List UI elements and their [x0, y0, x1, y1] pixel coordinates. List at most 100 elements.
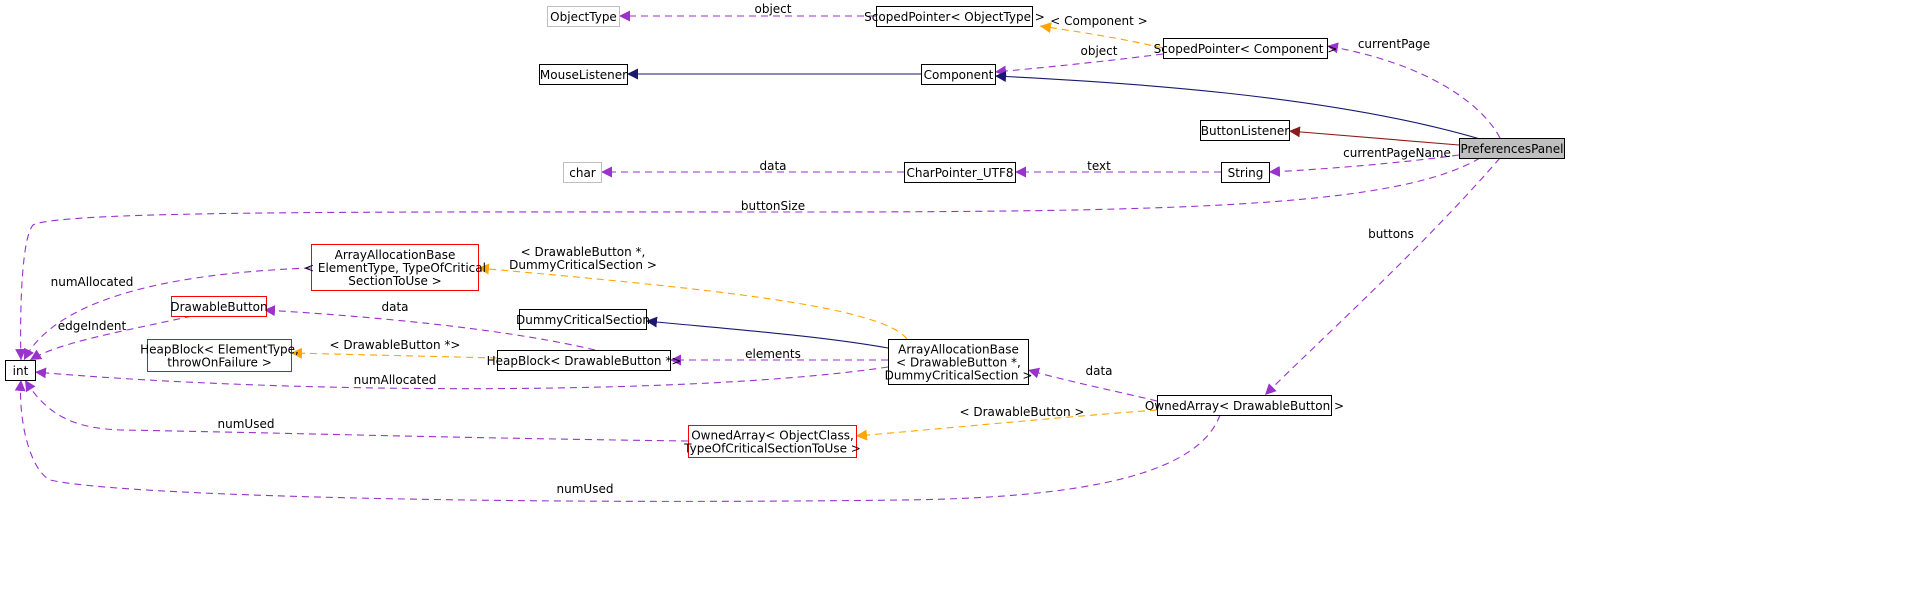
- node-label: ScopedPointer< ObjectType >: [864, 10, 1045, 24]
- node-label: Component: [924, 68, 994, 82]
- node-label: ArrayAllocationBase< DrawableButton *,Du…: [885, 342, 1033, 382]
- edge-PreferencesPanel-to-ButtonListener: [1288, 126, 1460, 146]
- edge-PreferencesPanel-to-String: [1268, 154, 1460, 177]
- edge-label-text: text: [1087, 159, 1111, 173]
- node-HeapBlockDrawableButton[interactable]: HeapBlock< DrawableButton *>: [487, 350, 682, 371]
- node-Component[interactable]: Component: [921, 64, 996, 85]
- node-box: [1200, 120, 1290, 141]
- edge-PreferencesPanel-to-int: [15, 157, 1481, 361]
- node-label: CharPointer_UTF8: [906, 166, 1013, 180]
- node-label: OwnedArray< DrawableButton >: [1145, 399, 1344, 413]
- edge-label-numAllocated2: numAllocated: [354, 373, 437, 387]
- edge-label-component-tmpl: < Component >: [1050, 14, 1147, 28]
- node-PreferencesPanel[interactable]: PreferencesPanel: [1459, 138, 1565, 159]
- node-label: HeapBlock< DrawableButton *>: [487, 354, 682, 368]
- edge-ArrayAllocationBaseDrawable-to-int: [34, 366, 889, 390]
- node-ScopedPointerComponent[interactable]: ScopedPointer< Component >: [1154, 38, 1338, 59]
- node-label: ScopedPointer< Component >: [1154, 42, 1338, 56]
- node-box: [876, 6, 1033, 27]
- node-DrawableButton[interactable]: DrawableButton: [170, 296, 268, 317]
- edge-PreferencesPanel-to-Component: [994, 71, 1481, 140]
- edge-label-elements: elements: [745, 347, 801, 361]
- node-label: int: [13, 364, 29, 378]
- node-box: [888, 339, 1029, 385]
- node-label: OwnedArray< ObjectClass,TypeOfCriticalSe…: [683, 428, 861, 455]
- node-DummyCriticalSection[interactable]: DummyCriticalSection: [516, 309, 650, 330]
- node-int[interactable]: int: [5, 360, 36, 381]
- edge-ScopedPointerComponent-to-Component: [994, 53, 1164, 77]
- edge-label-data-char: data: [759, 159, 786, 173]
- edge-label-numUsed2: numUsed: [557, 482, 614, 496]
- node-String[interactable]: String: [1221, 162, 1270, 183]
- node-label: ArrayAllocationBase< ElementType, TypeOf…: [304, 248, 486, 288]
- node-char: char: [563, 162, 602, 183]
- node-box: [497, 350, 671, 371]
- node-label: String: [1228, 166, 1264, 180]
- node-box: [904, 162, 1016, 183]
- node-ButtonListener[interactable]: ButtonListener: [1200, 120, 1290, 141]
- node-label: MouseListener: [540, 68, 627, 82]
- edge-OwnedArrayDrawableButton-to-OwnedArrayGeneric: [855, 409, 1158, 441]
- node-HeapBlockGeneric[interactable]: HeapBlock< ElementType,throwOnFailure >: [140, 339, 299, 372]
- node-box: [688, 425, 857, 458]
- node-box: [171, 296, 267, 317]
- node-label: DrawableButton: [170, 300, 267, 314]
- edge-label-owned-tmpl: < DrawableButton >: [960, 405, 1085, 419]
- node-label: ObjectType: [550, 10, 617, 24]
- node-box: [547, 6, 620, 27]
- edge-DrawableButton-to-int: [29, 315, 193, 361]
- edge-ArrayAllocationBaseDrawable-to-ArrayAllocationBaseGeneric: [477, 263, 908, 340]
- node-label: char: [569, 166, 596, 180]
- node-box: [539, 64, 628, 85]
- node-box: [311, 244, 479, 291]
- node-box: [563, 162, 602, 183]
- edge-label-data-drawable: data: [381, 300, 408, 314]
- node-box: [519, 309, 647, 330]
- node-CharPointer_UTF8[interactable]: CharPointer_UTF8: [904, 162, 1016, 183]
- edge-label-buttonSize: buttonSize: [741, 199, 805, 213]
- edge-label-numUsed1: numUsed: [218, 417, 275, 431]
- node-MouseListener[interactable]: MouseListener: [539, 64, 628, 85]
- edge-labels-layer: object < Component > object currentPage data…: [51, 2, 1451, 496]
- node-ArrayAllocationBaseGeneric[interactable]: ArrayAllocationBase< ElementType, TypeOf…: [304, 244, 486, 291]
- node-box: [5, 360, 36, 381]
- node-box: [1459, 138, 1565, 159]
- edge-PreferencesPanel-to-ScopedPointerComponent: [1326, 42, 1501, 139]
- node-box: [147, 339, 292, 372]
- node-OwnedArrayDrawableButton[interactable]: OwnedArray< DrawableButton >: [1145, 395, 1344, 416]
- edge-label-object2: object: [1081, 44, 1118, 58]
- nodes-layer: ObjectType ScopedPointer< ObjectType > Sco…: [5, 6, 1565, 458]
- node-OwnedArrayGeneric[interactable]: OwnedArray< ObjectClass,TypeOfCriticalSe…: [683, 425, 861, 458]
- node-box: [921, 64, 996, 85]
- edge-label-data-owned: data: [1085, 364, 1112, 378]
- edge-label-buttons: buttons: [1368, 227, 1414, 241]
- edge-label-heap-tmpl: < DrawableButton *>: [330, 338, 461, 352]
- edge-label-object: object: [755, 2, 792, 16]
- node-label: ButtonListener: [1201, 124, 1290, 138]
- edge-label-currentPage: currentPage: [1358, 37, 1430, 51]
- edge-OwnedArrayDrawableButton-to-int: [14, 379, 1221, 502]
- edge-OwnedArrayGeneric-to-int: [24, 379, 689, 442]
- edges-layer: [14, 10, 1501, 502]
- edge-label-edgeIndent: edgeIndent: [58, 319, 127, 333]
- node-box: [1221, 162, 1270, 183]
- node-ScopedPointerObjectType[interactable]: ScopedPointer< ObjectType >: [864, 6, 1045, 27]
- edge-ArrayAllocationBaseDrawable-to-DummyCriticalSection: [645, 316, 889, 349]
- node-box: [1157, 395, 1332, 416]
- edge-OwnedArrayDrawableButton-to-ArrayAllocationBaseDrawable: [1027, 367, 1158, 402]
- edge-HeapBlockDrawableButton-to-DrawableButton: [263, 305, 596, 351]
- node-box: [1163, 38, 1328, 59]
- edge-HeapBlockDrawableButton-to-HeapBlockGeneric: [290, 347, 498, 359]
- edge-label-currentPageName: currentPageName: [1343, 146, 1451, 160]
- node-ArrayAllocationBaseDrawable[interactable]: ArrayAllocationBase< DrawableButton *,Du…: [885, 339, 1033, 385]
- edge-label-drawable-tmpl: < DrawableButton *,DummyCriticalSection …: [509, 245, 657, 272]
- node-label: DummyCriticalSection: [516, 313, 650, 327]
- edge-label-numAllocated1: numAllocated: [51, 275, 134, 289]
- edge-ScopedPointerComponent-to-ScopedPointerObjectType: [1039, 22, 1164, 49]
- edge-PreferencesPanel-to-OwnedArrayDrawableButton: [1264, 157, 1501, 396]
- node-ObjectType: ObjectType: [547, 6, 620, 27]
- node-label: PreferencesPanel: [1461, 142, 1564, 156]
- edge-ArrayAllocationBaseGeneric-to-int: [23, 267, 312, 361]
